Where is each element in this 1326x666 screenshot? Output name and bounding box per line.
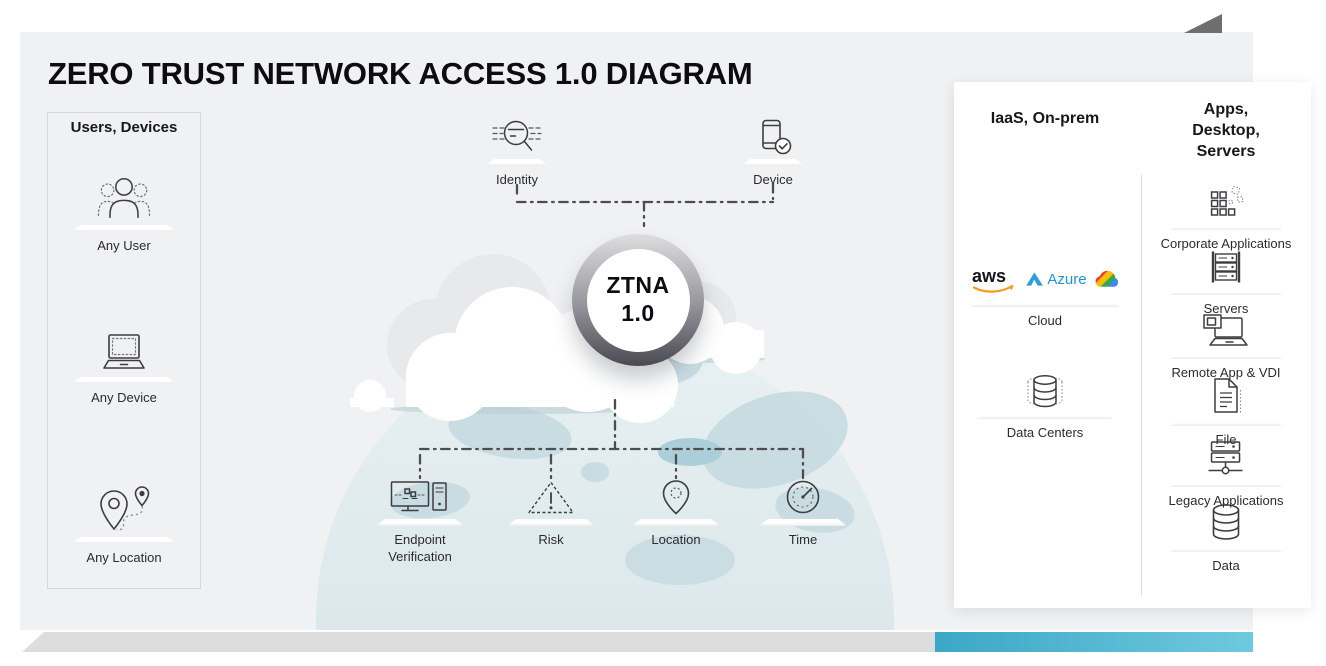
remote-app-vdi-label: Remote App & VDI: [1171, 365, 1281, 380]
platform-shelf: [1170, 419, 1282, 426]
device-check-icon: [762, 119, 792, 155]
servers-rack-icon: [1211, 251, 1241, 283]
identity-label: Identity: [496, 172, 538, 187]
platform-shelf: [1170, 545, 1282, 552]
apps-header-line1: Apps,: [1203, 101, 1249, 118]
any-device-node: Any Device: [72, 333, 176, 407]
apps-header: Apps, Desktop, Servers: [1192, 99, 1260, 162]
users-icon: [97, 177, 151, 219]
data-centers-node: Data Centers: [977, 374, 1113, 442]
location-route-icon: [100, 486, 150, 531]
iaas-header: IaaS, On-prem: [990, 110, 1100, 127]
platform-shelf: [72, 225, 176, 232]
ztna-hub-label: ZTNA 1.0: [586, 248, 690, 352]
page-title: ZERO TRUST NETWORK ACCESS 1.0 DIAGRAM: [48, 56, 753, 91]
platform-shelf: [1170, 288, 1282, 295]
cloud-label: Cloud: [1028, 313, 1062, 328]
data-label: Data: [1212, 558, 1240, 573]
servers-label: Servers: [1203, 301, 1249, 316]
corporate-applications-icon: [1211, 185, 1245, 216]
time-label: Time: [788, 532, 818, 547]
legacy-applications-icon: [1208, 441, 1243, 475]
platform-shelf: [507, 519, 595, 526]
device-node: Device: [741, 119, 805, 189]
apps-header-line3: Servers: [1196, 143, 1256, 160]
data-node: Data: [1170, 503, 1282, 575]
location-label: Location: [651, 532, 701, 547]
aws-wordmark: aws: [972, 266, 1006, 286]
any-user-label: Any User: [97, 238, 151, 253]
users-devices-header: Users, Devices: [70, 119, 178, 136]
ztna-line2: 1.0: [621, 300, 655, 326]
time-gauge-icon: [786, 480, 820, 514]
users-devices-panel: [47, 112, 201, 589]
platform-shelf: [1170, 352, 1282, 359]
platform-shelf: [376, 519, 464, 526]
cloud-providers-node: aws Azure Cloud: [970, 262, 1120, 330]
platform-shelf: [1170, 480, 1282, 487]
location-pin-icon: [662, 480, 690, 515]
iaas-apps-panel: [954, 82, 1311, 608]
endpoint-verification-label: Endpoint Verification: [388, 532, 452, 564]
file-node: File: [1170, 377, 1282, 449]
file-label: File: [1215, 432, 1237, 447]
location-node: Location: [632, 479, 720, 549]
azure-logo: Azure: [1025, 270, 1087, 288]
cloud-provider-logos: aws Azure: [970, 262, 1119, 296]
any-location-node: Any Location: [72, 485, 176, 567]
platform-shelf: [759, 519, 847, 526]
data-centers-label: Data Centers: [1006, 425, 1084, 440]
servers-node: Servers: [1170, 250, 1282, 318]
platform-shelf: [72, 377, 176, 384]
footer-teal-bar: [935, 632, 1253, 652]
platform-shelf: [632, 519, 720, 526]
remote-app-vdi-icon: [1203, 314, 1248, 346]
azure-wordmark: Azure: [1047, 270, 1087, 288]
endpoint-verification-node: Endpoint Verification: [362, 479, 478, 566]
ztna-line1: ZTNA: [606, 272, 670, 299]
panel-divider: [1141, 175, 1142, 595]
any-user-node: Any User: [72, 175, 176, 255]
google-cloud-logo-icon: [1095, 270, 1118, 287]
any-device-label: Any Device: [91, 390, 157, 405]
any-location-label: Any Location: [86, 550, 162, 565]
legacy-applications-label: Legacy Applications: [1168, 493, 1284, 508]
endpoint-verification-icon: [390, 481, 447, 512]
identity-node: Identity: [485, 119, 549, 189]
platform-shelf: [1170, 223, 1282, 230]
database-icon: [1212, 504, 1240, 540]
platform-shelf: [72, 537, 176, 544]
aws-logo-icon: aws: [972, 266, 1014, 293]
platform-shelf: [970, 300, 1120, 307]
apps-header-line2: Desktop,: [1192, 122, 1260, 139]
azure-logo-icon: [1026, 272, 1044, 286]
risk-node: Risk: [507, 479, 595, 549]
data-centers-icon: [1027, 375, 1063, 408]
platform-shelf: [485, 159, 549, 166]
platform-shelf: [977, 412, 1113, 419]
dash-connectors: [418, 182, 805, 480]
time-node: Time: [759, 479, 847, 549]
corporate-applications-node: Corporate Applications: [1160, 185, 1292, 253]
remote-app-vdi-node: Remote App & VDI: [1170, 314, 1282, 382]
legacy-applications-node: Legacy Applications: [1168, 440, 1284, 510]
file-document-icon: [1214, 378, 1242, 414]
corporate-applications-label: Corporate Applications: [1160, 236, 1292, 251]
laptop-icon: [103, 334, 145, 369]
device-label: Device: [753, 172, 793, 187]
identity-search-icon: [492, 120, 542, 151]
platform-shelf: [741, 159, 805, 166]
risk-label: Risk: [538, 532, 564, 547]
risk-warning-icon: [528, 481, 574, 514]
ztna-hub: ZTNA 1.0: [572, 234, 704, 366]
